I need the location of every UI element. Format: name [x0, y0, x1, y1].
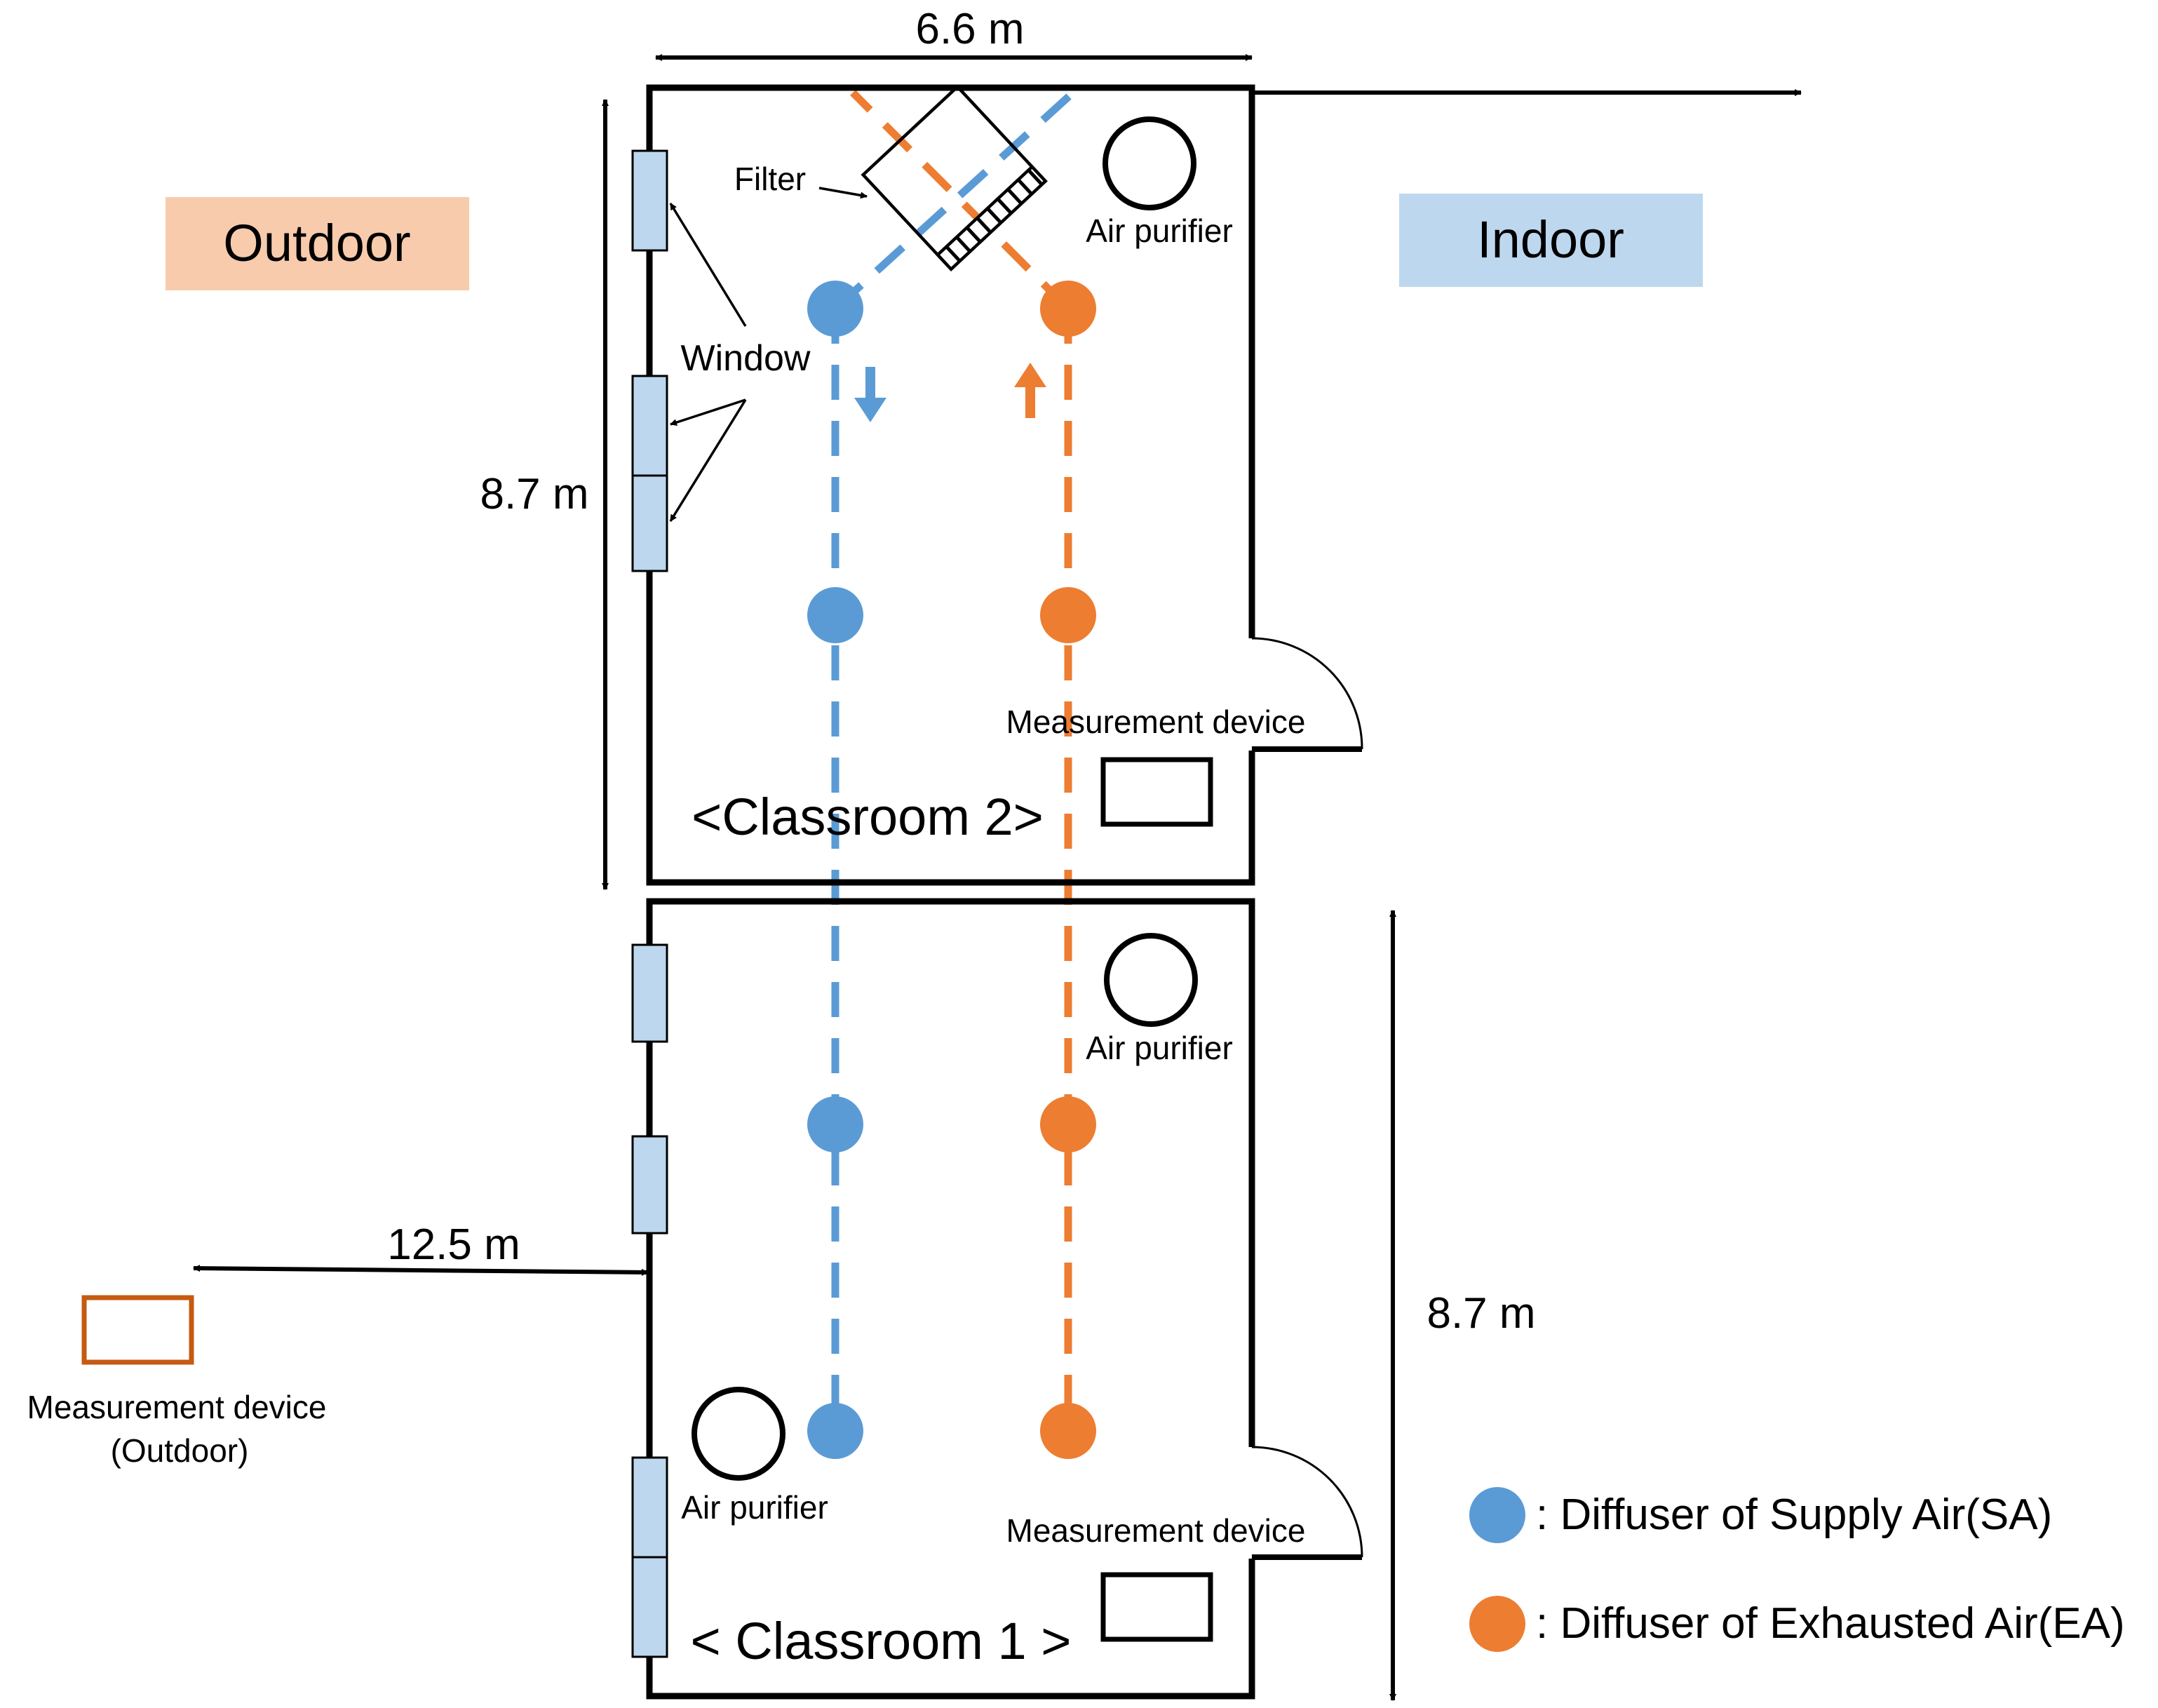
air-purifier-classroom-1-left-label: Air purifier [681, 1489, 828, 1526]
legend-exhaust-air-label: : Diffuser of Exhausted Air(EA) [1536, 1599, 2125, 1648]
outdoor-distance-label: 12.5 m [387, 1221, 520, 1269]
outdoor-measurement-device [81, 1295, 194, 1365]
supply-diffuser [807, 1096, 863, 1152]
window-5 [631, 1135, 668, 1235]
legend-supply-air-marker [1469, 1487, 1525, 1543]
width-dimension: 6.6 m [655, 5, 1253, 61]
window-4 [631, 943, 668, 1043]
air-purifier-classroom-1-left [692, 1387, 785, 1481]
outdoor-distance-dimension: 12.5 m [193, 1221, 649, 1276]
air-purifier-classroom-2-label: Air purifier [1086, 213, 1233, 249]
height-dimension-bottom: 8.7 m [1389, 910, 1536, 1701]
air-purifier-classroom-1-right [1104, 933, 1198, 1027]
measurement-device-classroom-2-label: Measurement device [1006, 704, 1306, 740]
exhaust-diffuser [1040, 1096, 1096, 1152]
exhaust-diffuser [1040, 587, 1096, 643]
window-3 [631, 474, 668, 572]
height-dimension-top: 8.7 m [480, 99, 609, 890]
outdoor-measurement-device-label: Measurement device [27, 1389, 327, 1425]
legend: : Diffuser of Supply Air(SA) : Diffuser … [1469, 1487, 2125, 1652]
outdoor-measurement-device-sublabel: (Outdoor) [111, 1432, 249, 1469]
height-dimension-top-label: 8.7 m [480, 470, 588, 518]
measurement-device-classroom-1 [1100, 1572, 1213, 1642]
ventilation-unit [861, 84, 1048, 271]
windows [631, 149, 668, 1658]
legend-exhaust-air-marker [1469, 1596, 1525, 1652]
measurement-device-classroom-1-label: Measurement device [1006, 1512, 1306, 1549]
window-label: Window [681, 338, 811, 379]
classroom-2-door [1251, 637, 1363, 752]
supply-diffuser [807, 1403, 863, 1459]
outdoor-label: Outdoor [223, 214, 410, 272]
exhaust-diffuser [1040, 1403, 1096, 1459]
exhaust-air-diffusers [1040, 281, 1096, 1459]
exhaust-air-direction-icon [1014, 363, 1046, 418]
supply-diffuser [807, 587, 863, 643]
supply-diffuser [807, 281, 863, 337]
air-purifier-classroom-2 [1102, 116, 1196, 210]
indoor-label-box [1399, 194, 1703, 287]
classroom-1-door [1251, 1446, 1363, 1560]
measurement-device-classroom-2 [1100, 757, 1213, 827]
window-7 [631, 1556, 668, 1658]
supply-air-direction-icon [854, 367, 886, 422]
classroom-1-label: < Classroom 1 > [691, 1612, 1072, 1670]
filter-pointer [818, 187, 868, 199]
filter-label: Filter [734, 161, 806, 197]
duct-lines [831, 89, 1076, 1431]
height-dimension-bottom-label: 8.7 m [1427, 1289, 1535, 1338]
supply-air-duct-diagonal [832, 89, 1076, 312]
window-6 [631, 1456, 668, 1559]
classroom-2-label: <Classroom 2> [692, 788, 1044, 846]
indoor-label: Indoor [1477, 210, 1624, 269]
classroom-1-walls [646, 898, 1255, 1700]
window-2 [631, 375, 668, 477]
window-1 [631, 149, 668, 252]
window-pointers [669, 203, 747, 522]
air-purifier-classroom-1-right-label: Air purifier [1086, 1030, 1233, 1066]
width-dimension-label: 6.6 m [915, 5, 1024, 53]
supply-air-diffusers [807, 281, 863, 1459]
outdoor-label-box [166, 197, 469, 290]
exhaust-diffuser [1040, 281, 1096, 337]
legend-supply-air-label: : Diffuser of Supply Air(SA) [1536, 1491, 2052, 1539]
exhaust-air-duct-diagonal [850, 90, 1071, 311]
